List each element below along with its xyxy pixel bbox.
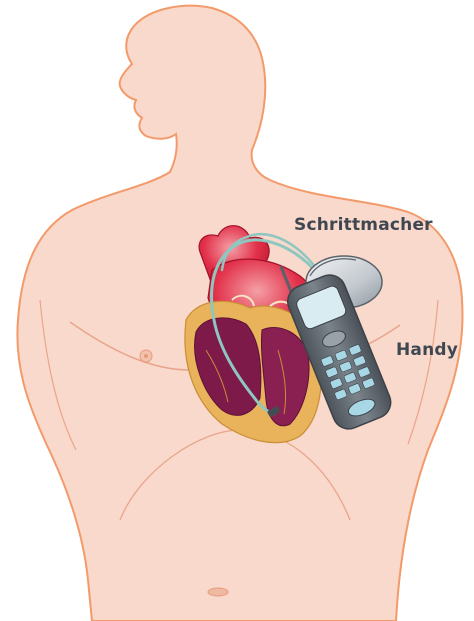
label-pacemaker: Schrittmacher	[294, 215, 433, 235]
nipple-left	[140, 350, 152, 362]
label-phone: Handy	[396, 340, 458, 360]
navel	[208, 588, 228, 596]
